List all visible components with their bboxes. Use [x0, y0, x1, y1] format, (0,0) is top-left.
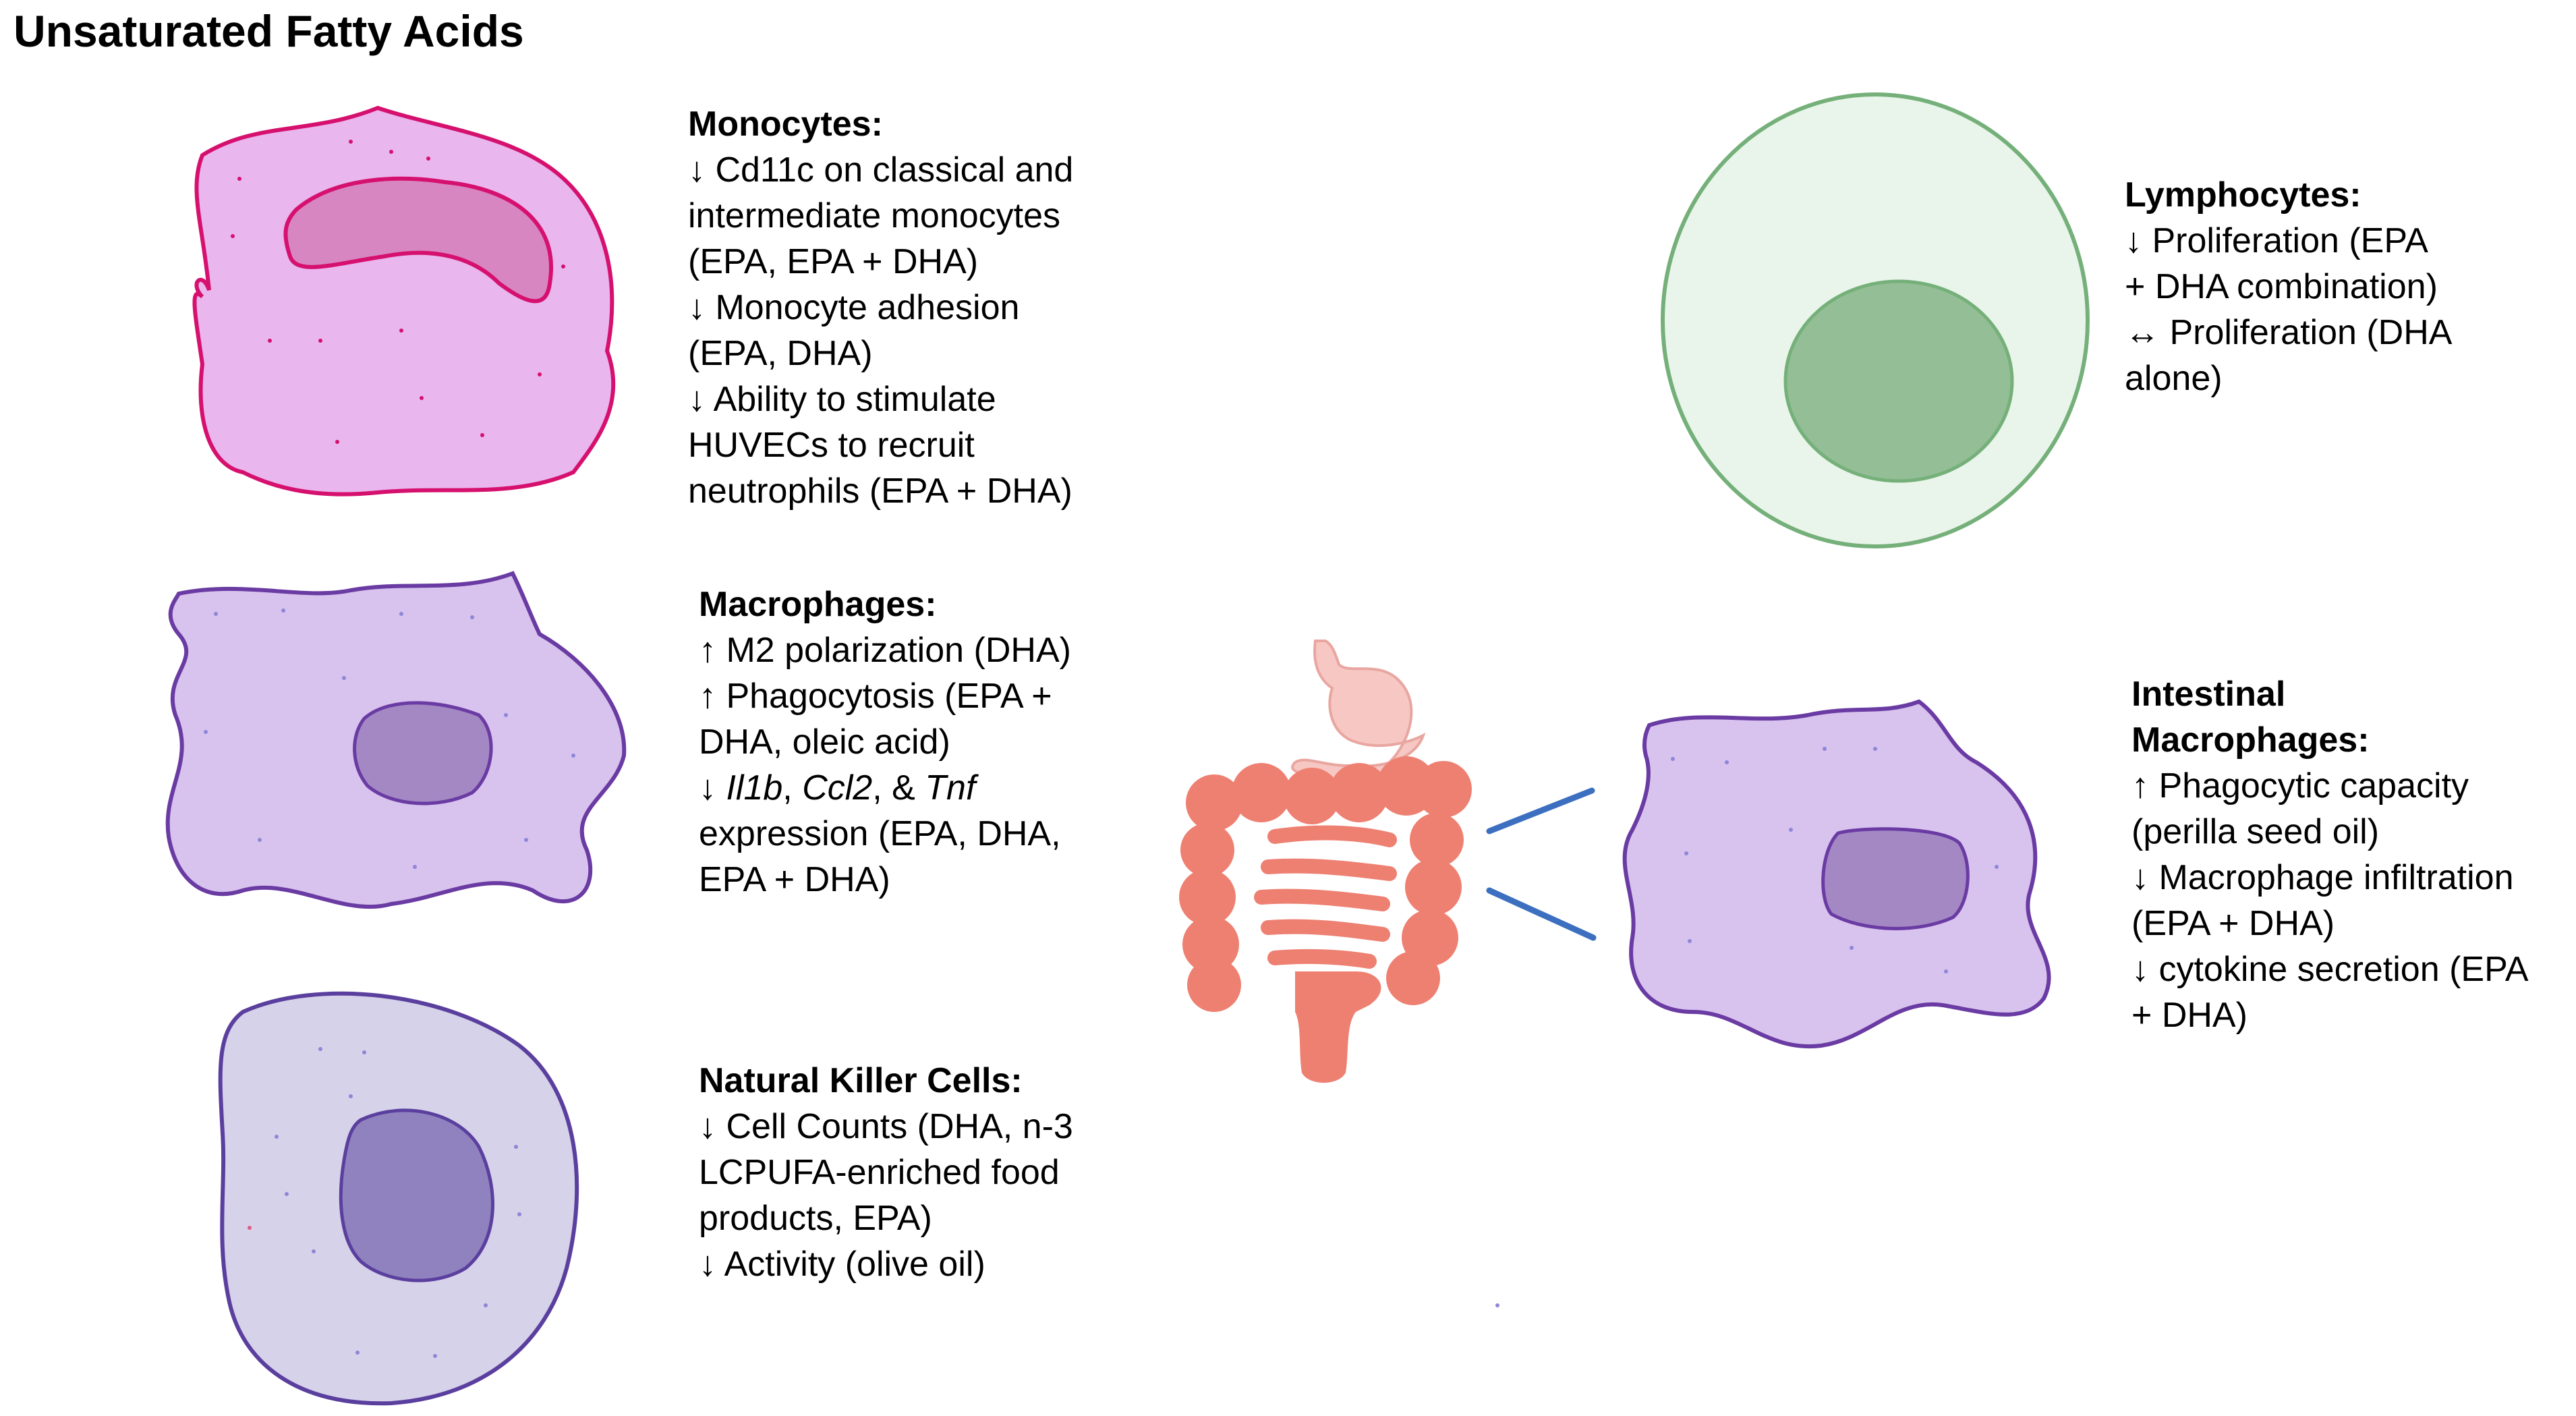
intestinal-macrophages-line: ↓ Macrophage infiltration: [2131, 858, 2514, 897]
nk-cells-line: products, EPA): [699, 1199, 932, 1238]
gene-separator: ,: [782, 768, 803, 808]
nk-cells-text: Natural Killer Cells: ↓ Cell Counts (DHA…: [699, 1058, 1073, 1287]
macrophages-line: EPA + DHA): [699, 860, 890, 899]
nk-granules: [248, 1047, 521, 1358]
macrophages-line: ↑ M2 polarization (DHA): [699, 631, 1071, 670]
monocytes-line: intermediate monocytes: [688, 196, 1061, 235]
monocyte-membrane: [192, 105, 616, 497]
macrophages-line: expression (EPA, DHA,: [699, 814, 1061, 853]
monocytes-line: ↓ Cd11c on classical and: [688, 150, 1074, 190]
intestinal-macrophages-heading: Macrophages:: [2131, 720, 2370, 760]
macrophage-nucleus: [353, 701, 493, 805]
nk-nucleus: [339, 1108, 494, 1282]
small-intestine: [1254, 825, 1397, 969]
lymphocytes-line: ↓ Proliferation (EPA: [2125, 221, 2428, 260]
monocytes-line: (EPA, EPA + DHA): [688, 242, 979, 281]
lymphocytes-line: ↔ Proliferation (DHA: [2125, 313, 2453, 352]
macrophage-granules: [204, 608, 575, 869]
monocytes-line: (EPA, DHA): [688, 334, 873, 373]
monocyte-granules: [231, 140, 565, 444]
lymphocytes-line: alone): [2125, 359, 2223, 398]
gene-il1b: Il1b: [726, 768, 783, 808]
monocyte-nucleus: [283, 176, 553, 304]
stomach: [1291, 640, 1426, 785]
lymphocytes-text: Lymphocytes: ↓ Proliferation (EPA + DHA …: [2125, 172, 2452, 401]
intestinal-macrophage-nucleus: [1821, 827, 1970, 930]
monocytes-line: HUVECs to recruit: [688, 426, 975, 465]
macrophages-text: Macrophages: ↑ M2 polarization (DHA) ↑ P…: [699, 582, 1071, 903]
intestinal-macrophages-line: ↓ cytokine secretion (EPA: [2131, 950, 2529, 989]
figure-title: Unsaturated Fatty Acids: [13, 6, 524, 56]
lymphocytes-heading: Lymphocytes:: [2125, 175, 2362, 215]
lymphocyte-nucleus: [1783, 279, 2014, 483]
nk-cells-heading: Natural Killer Cells:: [699, 1061, 1023, 1100]
lymphocyte-cell: [1661, 92, 2090, 548]
monocytes-line: ↓ Monocyte adhesion: [688, 288, 1020, 327]
gene-ccl2: Ccl2: [802, 768, 873, 808]
nk-cells-line: ↓ Cell Counts (DHA, n-3: [699, 1107, 1073, 1146]
macrophages-heading: Macrophages:: [699, 585, 937, 624]
macrophages-line: DHA, oleic acid): [699, 723, 950, 762]
intestinal-macrophages-line: ↑ Phagocytic capacity: [2131, 766, 2469, 805]
intestinal-macrophages-line: (perilla seed oil): [2131, 812, 2380, 851]
connector-upper: [1486, 787, 1595, 834]
intestinal-macrophages-line: (EPA + DHA): [2131, 904, 2335, 943]
macrophages-line: ↑ Phagocytosis (EPA +: [699, 677, 1052, 716]
macrophage-cell: [165, 571, 627, 909]
intestinal-macrophage-cell: [1495, 699, 2051, 1307]
lymphocytes-line: + DHA combination): [2125, 267, 2438, 306]
monocytes-line: neutrophils (EPA + DHA): [688, 472, 1072, 511]
monocytes-line: ↓ Ability to stimulate: [688, 380, 996, 419]
gene-arrow: ↓: [699, 768, 726, 808]
intestine-illustration: [1179, 640, 1472, 1083]
connector-lower: [1486, 887, 1597, 941]
monocytes-text: Monocytes: ↓ Cd11c on classical and inte…: [688, 101, 1073, 514]
nk-cells-line: LCPUFA-enriched food: [699, 1153, 1060, 1192]
intestinal-macrophages-text: Intestinal Macrophages: ↑ Phagocytic cap…: [2131, 671, 2529, 1038]
gene-tnf: Tnf: [925, 768, 976, 808]
colon: [1179, 756, 1472, 1083]
monocytes-heading: Monocytes:: [688, 105, 883, 144]
macrophages-gene-line: ↓ Il1b, Ccl2, & Tnf: [699, 765, 1071, 811]
nk-cells-line: ↓ Activity (olive oil): [699, 1245, 985, 1284]
gene-separator: , &: [872, 768, 925, 808]
connector-lines: [1486, 787, 1597, 941]
monocyte-cell: [192, 105, 616, 497]
intestinal-macrophages-line: + DHA): [2131, 996, 2248, 1035]
intestinal-macrophages-heading: Intestinal: [2131, 675, 2286, 714]
intestinal-macrophage-granules: [1495, 747, 1999, 1307]
nk-cell: [218, 991, 579, 1406]
